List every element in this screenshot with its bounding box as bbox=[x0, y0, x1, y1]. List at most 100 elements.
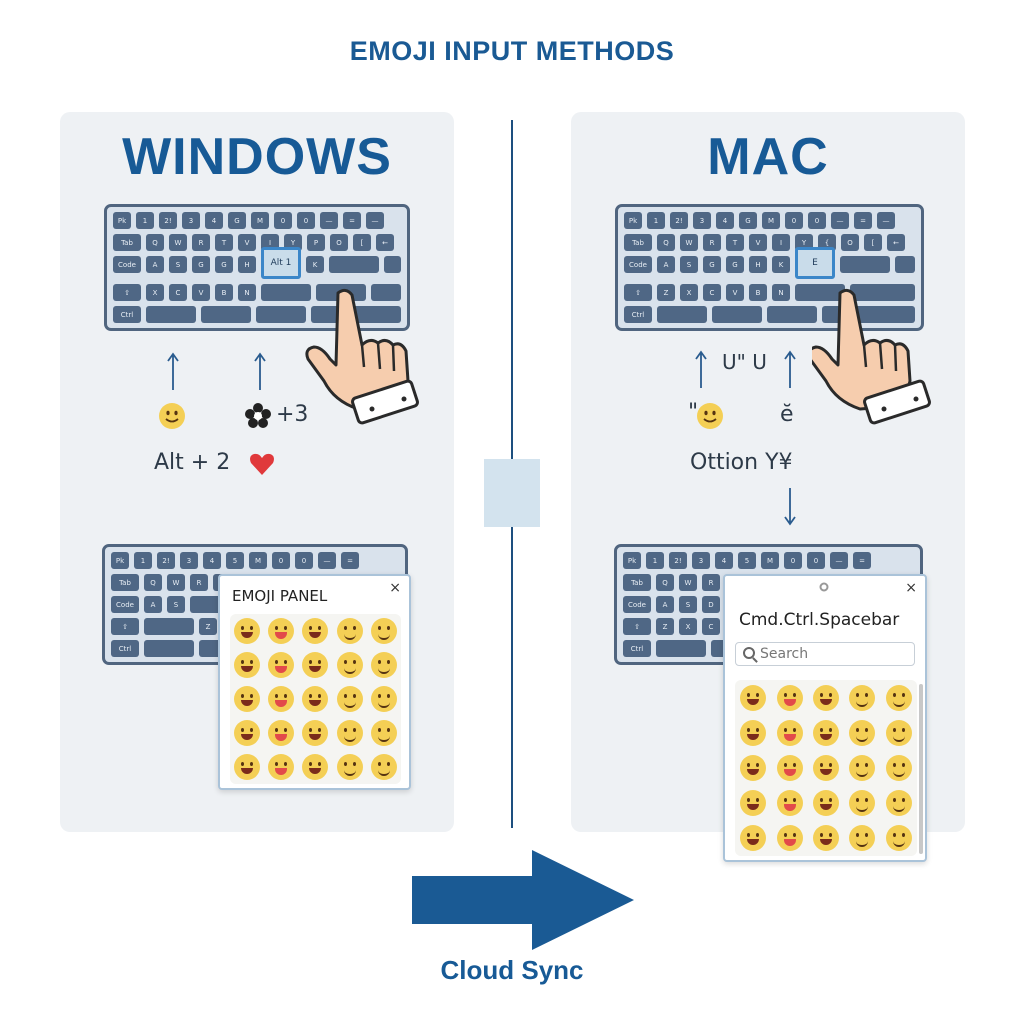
keyboard-key: X bbox=[680, 284, 698, 301]
keyboard-key bbox=[261, 284, 311, 301]
keyboard-key: O bbox=[330, 234, 348, 251]
mac-emoji-panel[interactable]: × Cmd.Ctrl.Spacebar Search bbox=[723, 574, 927, 862]
emoji-face-icon[interactable] bbox=[812, 719, 839, 746]
emoji-face-icon[interactable] bbox=[740, 719, 767, 746]
keyboard-key: Tab bbox=[624, 234, 652, 251]
highlighted-key[interactable]: E bbox=[795, 247, 835, 279]
emoji-face-icon[interactable] bbox=[268, 686, 295, 712]
emoji-face-icon[interactable] bbox=[234, 754, 261, 780]
close-icon[interactable]: × bbox=[905, 580, 917, 596]
emoji-face-icon[interactable] bbox=[268, 652, 295, 678]
keyboard-key: 0 bbox=[808, 212, 826, 229]
quote-label: " bbox=[688, 400, 699, 425]
keyboard-key: — bbox=[831, 212, 849, 229]
emoji-face-icon[interactable] bbox=[885, 684, 912, 711]
emoji-face-icon[interactable] bbox=[302, 754, 329, 780]
arrow-up-icon bbox=[695, 350, 707, 388]
keyboard-key: G bbox=[192, 256, 210, 273]
emoji-face-icon[interactable] bbox=[885, 719, 912, 746]
emoji-face-icon[interactable] bbox=[302, 686, 329, 712]
emoji-face-icon[interactable] bbox=[370, 754, 397, 780]
emoji-face-icon[interactable] bbox=[336, 754, 363, 780]
keyboard-key: 0 bbox=[295, 552, 313, 569]
emoji-face-icon[interactable] bbox=[268, 618, 295, 644]
emoji-face-icon[interactable] bbox=[885, 825, 912, 852]
emoji-face-icon[interactable] bbox=[234, 618, 261, 644]
keyboard-key: Q bbox=[146, 234, 164, 251]
emoji-face-icon[interactable] bbox=[849, 719, 876, 746]
keyboard-key: 1 bbox=[134, 552, 152, 569]
keyboard-key: = bbox=[853, 552, 871, 569]
keyboard-key: 2! bbox=[669, 552, 687, 569]
keyboard-key: Pk bbox=[113, 212, 131, 229]
emoji-face-icon[interactable] bbox=[234, 652, 261, 678]
keyboard-key: Z bbox=[657, 284, 675, 301]
emoji-face-icon[interactable] bbox=[740, 684, 767, 711]
close-icon[interactable]: × bbox=[389, 580, 401, 596]
emoji-panel-title: EMOJI PANEL bbox=[232, 587, 328, 605]
emoji-face-icon[interactable] bbox=[885, 790, 912, 817]
emoji-face-icon[interactable] bbox=[776, 825, 803, 852]
keyboard-key: 2! bbox=[670, 212, 688, 229]
emoji-face-icon[interactable] bbox=[370, 618, 397, 644]
emoji-face-icon[interactable] bbox=[776, 790, 803, 817]
emoji-face-icon[interactable] bbox=[849, 825, 876, 852]
emoji-face-icon[interactable] bbox=[849, 684, 876, 711]
emoji-face-icon[interactable] bbox=[776, 719, 803, 746]
emoji-face-icon[interactable] bbox=[234, 720, 261, 746]
emoji-face-icon[interactable] bbox=[812, 790, 839, 817]
emoji-grid bbox=[735, 680, 917, 856]
emoji-face-icon[interactable] bbox=[268, 720, 295, 746]
emoji-face-icon[interactable] bbox=[302, 720, 329, 746]
emoji-face-icon[interactable] bbox=[302, 618, 329, 644]
emoji-face-icon[interactable] bbox=[776, 754, 803, 781]
highlighted-key[interactable]: Alt 1 bbox=[261, 247, 301, 279]
keyboard-key: Ctrl bbox=[111, 640, 139, 657]
keyboard-key bbox=[795, 284, 845, 301]
option-label: Ottion Y¥ bbox=[690, 450, 793, 475]
keyboard-key: = bbox=[341, 552, 359, 569]
emoji-face-icon[interactable] bbox=[812, 684, 839, 711]
keyboard-key bbox=[371, 284, 401, 301]
emoji-face-icon[interactable] bbox=[740, 790, 767, 817]
arrow-up-icon bbox=[167, 352, 179, 390]
emoji-face-icon[interactable] bbox=[336, 720, 363, 746]
keyboard-key: W bbox=[167, 574, 185, 591]
emoji-face-icon[interactable] bbox=[849, 790, 876, 817]
emoji-face-icon[interactable] bbox=[336, 652, 363, 678]
emoji-face-icon[interactable] bbox=[740, 825, 767, 852]
keyboard-key: 0 bbox=[784, 552, 802, 569]
keyboard-key: Q bbox=[144, 574, 162, 591]
scrollbar[interactable] bbox=[919, 684, 923, 854]
emoji-face-icon[interactable] bbox=[849, 754, 876, 781]
keyboard-key: — bbox=[366, 212, 384, 229]
keyboard-key: 2! bbox=[157, 552, 175, 569]
keyboard-key: V bbox=[192, 284, 210, 301]
emoji-face-icon[interactable] bbox=[370, 686, 397, 712]
emoji-face-icon[interactable] bbox=[812, 754, 839, 781]
keyboard-key: Q bbox=[656, 574, 674, 591]
emoji-face-icon[interactable] bbox=[812, 825, 839, 852]
emoji-face-icon[interactable] bbox=[268, 754, 295, 780]
keyboard-key: ⇧ bbox=[111, 618, 139, 635]
emoji-face-icon[interactable] bbox=[302, 652, 329, 678]
keyboard-key: ← bbox=[376, 234, 394, 251]
keyboard-key bbox=[144, 640, 194, 657]
keyboard-key: R bbox=[703, 234, 721, 251]
keyboard-key: V bbox=[749, 234, 767, 251]
emoji-face-icon[interactable] bbox=[885, 754, 912, 781]
keyboard-key: Code bbox=[624, 256, 652, 273]
windows-emoji-panel[interactable]: EMOJI PANEL × bbox=[218, 574, 411, 790]
keyboard-key: Pk bbox=[111, 552, 129, 569]
emoji-face-icon[interactable] bbox=[234, 686, 261, 712]
search-input[interactable]: Search bbox=[735, 642, 915, 666]
keyboard-key: X bbox=[146, 284, 164, 301]
keyboard-key bbox=[767, 306, 817, 323]
emoji-face-icon[interactable] bbox=[740, 754, 767, 781]
keyboard-key: G bbox=[228, 212, 246, 229]
emoji-face-icon[interactable] bbox=[370, 720, 397, 746]
emoji-face-icon[interactable] bbox=[370, 652, 397, 678]
emoji-face-icon[interactable] bbox=[776, 684, 803, 711]
emoji-face-icon[interactable] bbox=[336, 686, 363, 712]
emoji-face-icon[interactable] bbox=[336, 618, 363, 644]
